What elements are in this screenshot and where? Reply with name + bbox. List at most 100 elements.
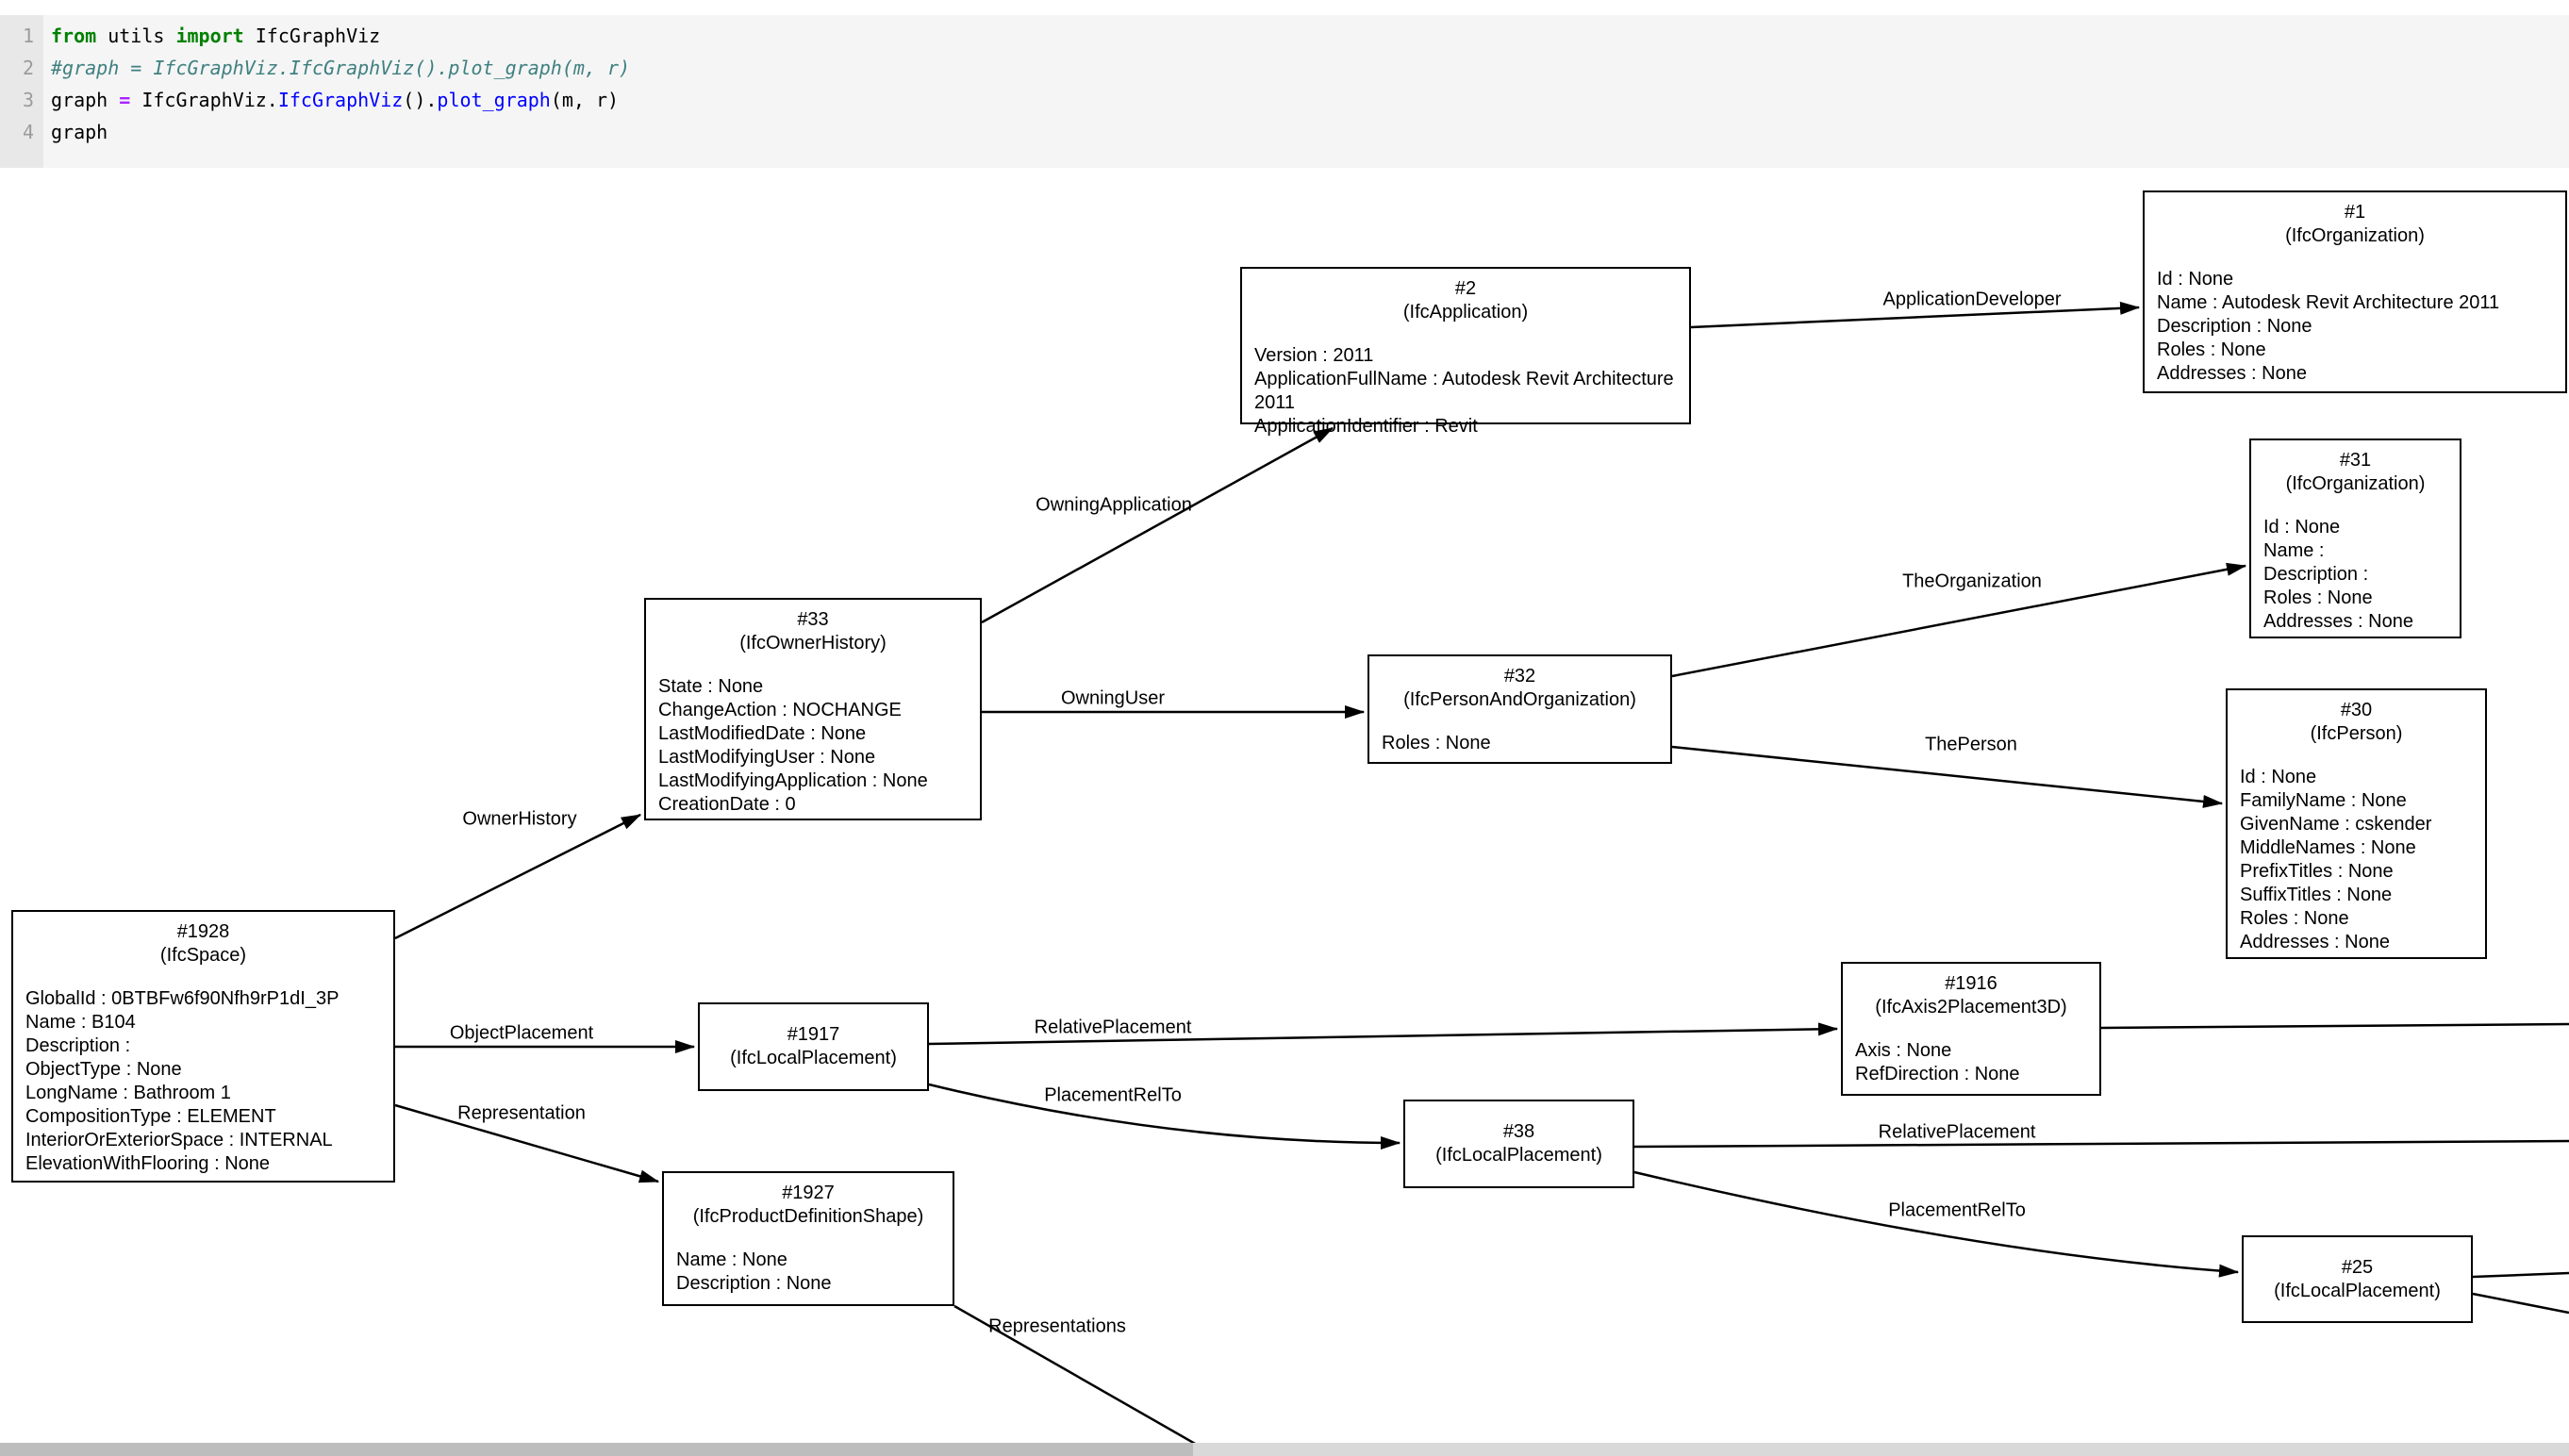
line-number-gutter: 1 2 3 4 [0, 15, 43, 168]
node-type: (IfcOwnerHistory) [739, 633, 887, 654]
node-attributes: Version : 2011 ApplicationFullName : Aut… [1254, 345, 1674, 437]
edge-label-relativeplacement-2: RelativePlacement [1878, 1121, 2036, 1143]
edge-relativeplacement-2 [1633, 1139, 2569, 1149]
node-id: #25 [2341, 1256, 2374, 1278]
function-token: plot_graph [437, 89, 551, 111]
edge-label-ownerhistory: OwnerHistory [462, 808, 577, 830]
comment-token: #graph = IfcGraphViz.IfcGraphViz().plot_… [51, 57, 631, 79]
edge-stub-from-1916 [2100, 1022, 2569, 1030]
node-type: (IfcOrganization) [2285, 225, 2425, 246]
node-attributes: Axis : None RefDirection : None [1855, 1040, 2020, 1084]
node-ifcspace-1928: #1928 (IfcSpace) GlobalId : 0BTBFw6f90Nf… [11, 910, 395, 1183]
node-type: (IfcProductDefinitionShape) [692, 1206, 924, 1227]
node-title: #1928 (IfcSpace) [13, 912, 393, 968]
node-attributes: Id : None FamilyName : None GivenName : … [2240, 767, 2432, 952]
operator-token: = [119, 89, 131, 111]
edge-stub-from-25-b [2472, 1292, 2569, 1315]
code-line: from utils import IfcGraphViz [51, 20, 630, 52]
node-id: #1928 [176, 921, 230, 942]
code-line: graph [51, 116, 630, 148]
edge-label-objectplacement: ObjectPlacement [449, 1022, 594, 1044]
node-title: #33 (IfcOwnerHistory) [646, 600, 980, 655]
node-attributes: Roles : None [1382, 733, 1491, 753]
node-title: #1917 (IfcLocalPlacement) [700, 1023, 927, 1070]
horizontal-scrollbar-thumb[interactable] [0, 1443, 1193, 1456]
node-id: #1 [2344, 202, 2366, 223]
line-number: 2 [22, 57, 34, 79]
node-title: #31 (IfcOrganization) [2251, 440, 2460, 496]
node-id: #1916 [1945, 973, 1997, 994]
node-attributes: Id : None Name : Autodesk Revit Architec… [2157, 269, 2500, 384]
code-cell[interactable]: 1 2 3 4 from utils import IfcGraphViz #g… [0, 15, 2569, 168]
node-ifcorganization-1: #1 (IfcOrganization) Id : None Name : Au… [2143, 190, 2567, 393]
node-type: (IfcPerson) [2310, 723, 2403, 744]
edge-label-relativeplacement-1: RelativePlacement [1034, 1017, 1192, 1038]
node-ifcapplication-2: #2 (IfcApplication) Version : 2011 Appli… [1240, 267, 1691, 437]
line-number: 4 [22, 121, 34, 143]
node-type: (IfcLocalPlacement) [1435, 1145, 1602, 1166]
node-type: (IfcSpace) [159, 945, 247, 966]
node-type: (IfcApplication) [1402, 302, 1529, 323]
node-ifclocalplacement-38: #38 (IfcLocalPlacement) [1403, 1100, 1634, 1188]
node-ifcperson-30: #30 (IfcPerson) Id : None FamilyName : N… [2226, 688, 2487, 959]
edge-label-theperson: ThePerson [1925, 734, 2017, 755]
node-title: #2 (IfcApplication) [1242, 269, 1689, 324]
edge-label-placementrelto-1: PlacementRelTo [1044, 1084, 1182, 1106]
node-ifcorganization-31: #31 (IfcOrganization) Id : None Name : D… [2249, 438, 2461, 638]
node-attributes: GlobalId : 0BTBFw6f90Nfh9rP1dI_3P Name :… [25, 988, 340, 1174]
edge-label-owningapplication: OwningApplication [1036, 494, 1192, 516]
code-token: (). [403, 89, 438, 111]
code-token: utils [96, 25, 176, 47]
node-attributes: Id : None Name : Description : Roles : N… [2263, 517, 2413, 632]
node-id: #30 [2340, 700, 2373, 720]
node-id: #38 [1502, 1121, 1535, 1142]
node-id: #1927 [782, 1183, 835, 1203]
edge-label-owninguser: OwningUser [1060, 687, 1166, 709]
keyword-token: from [51, 25, 97, 47]
line-number: 1 [22, 25, 34, 47]
edge-stub-from-25-a [2472, 1271, 2569, 1279]
node-attributes: Name : None Description : None [676, 1249, 832, 1294]
node-ifclocalplacement-1917: #1917 (IfcLocalPlacement) [698, 1002, 929, 1091]
node-title: #1916 (IfcAxis2Placement3D) [1843, 964, 2099, 1019]
edge-placementrelto-2 [1633, 1170, 2240, 1278]
node-title: #38 (IfcLocalPlacement) [1405, 1120, 1633, 1167]
node-type: (IfcLocalPlacement) [730, 1048, 897, 1068]
code-token: graph [51, 89, 120, 111]
node-type: (IfcLocalPlacement) [2274, 1280, 2441, 1301]
node-title: #30 (IfcPerson) [2228, 690, 2485, 746]
node-title: #1927 (IfcProductDefinitionShape) [664, 1173, 953, 1229]
edge-label-representations: Representations [988, 1315, 1126, 1337]
node-title: #1 (IfcOrganization) [2145, 192, 2565, 248]
node-ifcpersonandorganization-32: #32 (IfcPersonAndOrganization) Roles : N… [1367, 654, 1672, 764]
horizontal-scrollbar-track[interactable] [0, 1443, 2569, 1456]
node-ifcaxis2placement3d-1916: #1916 (IfcAxis2Placement3D) Axis : None … [1841, 962, 2101, 1096]
edge-label-representation: Representation [457, 1102, 586, 1124]
node-attributes: State : None ChangeAction : NOCHANGE Las… [658, 676, 928, 815]
node-ifcproductdefinitionshape-1927: #1927 (IfcProductDefinitionShape) Name :… [662, 1171, 954, 1306]
node-ifcownerhistory-33: #33 (IfcOwnerHistory) State : None Chang… [644, 598, 982, 820]
node-title: #25 (IfcLocalPlacement) [2244, 1256, 2471, 1303]
code-token: IfcGraphViz [243, 25, 381, 47]
code-token: IfcGraphViz. [130, 89, 278, 111]
code-line: #graph = IfcGraphViz.IfcGraphViz().plot_… [51, 52, 630, 84]
code-editor[interactable]: from utils import IfcGraphViz #graph = I… [43, 15, 630, 168]
node-id: #33 [797, 609, 829, 630]
node-id: #2 [1454, 278, 1477, 299]
code-line: graph = IfcGraphViz.IfcGraphViz().plot_g… [51, 84, 630, 116]
node-id: #31 [2339, 450, 2372, 471]
node-id: #32 [1503, 666, 1536, 687]
edge-owningapplication [981, 426, 1334, 624]
edge-label-applicationdeveloper: ApplicationDeveloper [1882, 289, 2062, 310]
node-title: #32 (IfcPersonAndOrganization) [1369, 656, 1670, 712]
class-token: IfcGraphViz [277, 89, 404, 111]
node-type: (IfcPersonAndOrganization) [1403, 689, 1636, 710]
node-type: (IfcAxis2Placement3D) [1875, 997, 2067, 1018]
edge-label-theorganization: TheOrganization [1902, 571, 2042, 592]
node-id: #1917 [787, 1024, 840, 1045]
edge-label-placementrelto-2: PlacementRelTo [1888, 1200, 2026, 1221]
node-type: (IfcOrganization) [2285, 473, 2426, 494]
code-token: graph [51, 121, 108, 143]
node-ifclocalplacement-25: #25 (IfcLocalPlacement) [2242, 1235, 2473, 1323]
